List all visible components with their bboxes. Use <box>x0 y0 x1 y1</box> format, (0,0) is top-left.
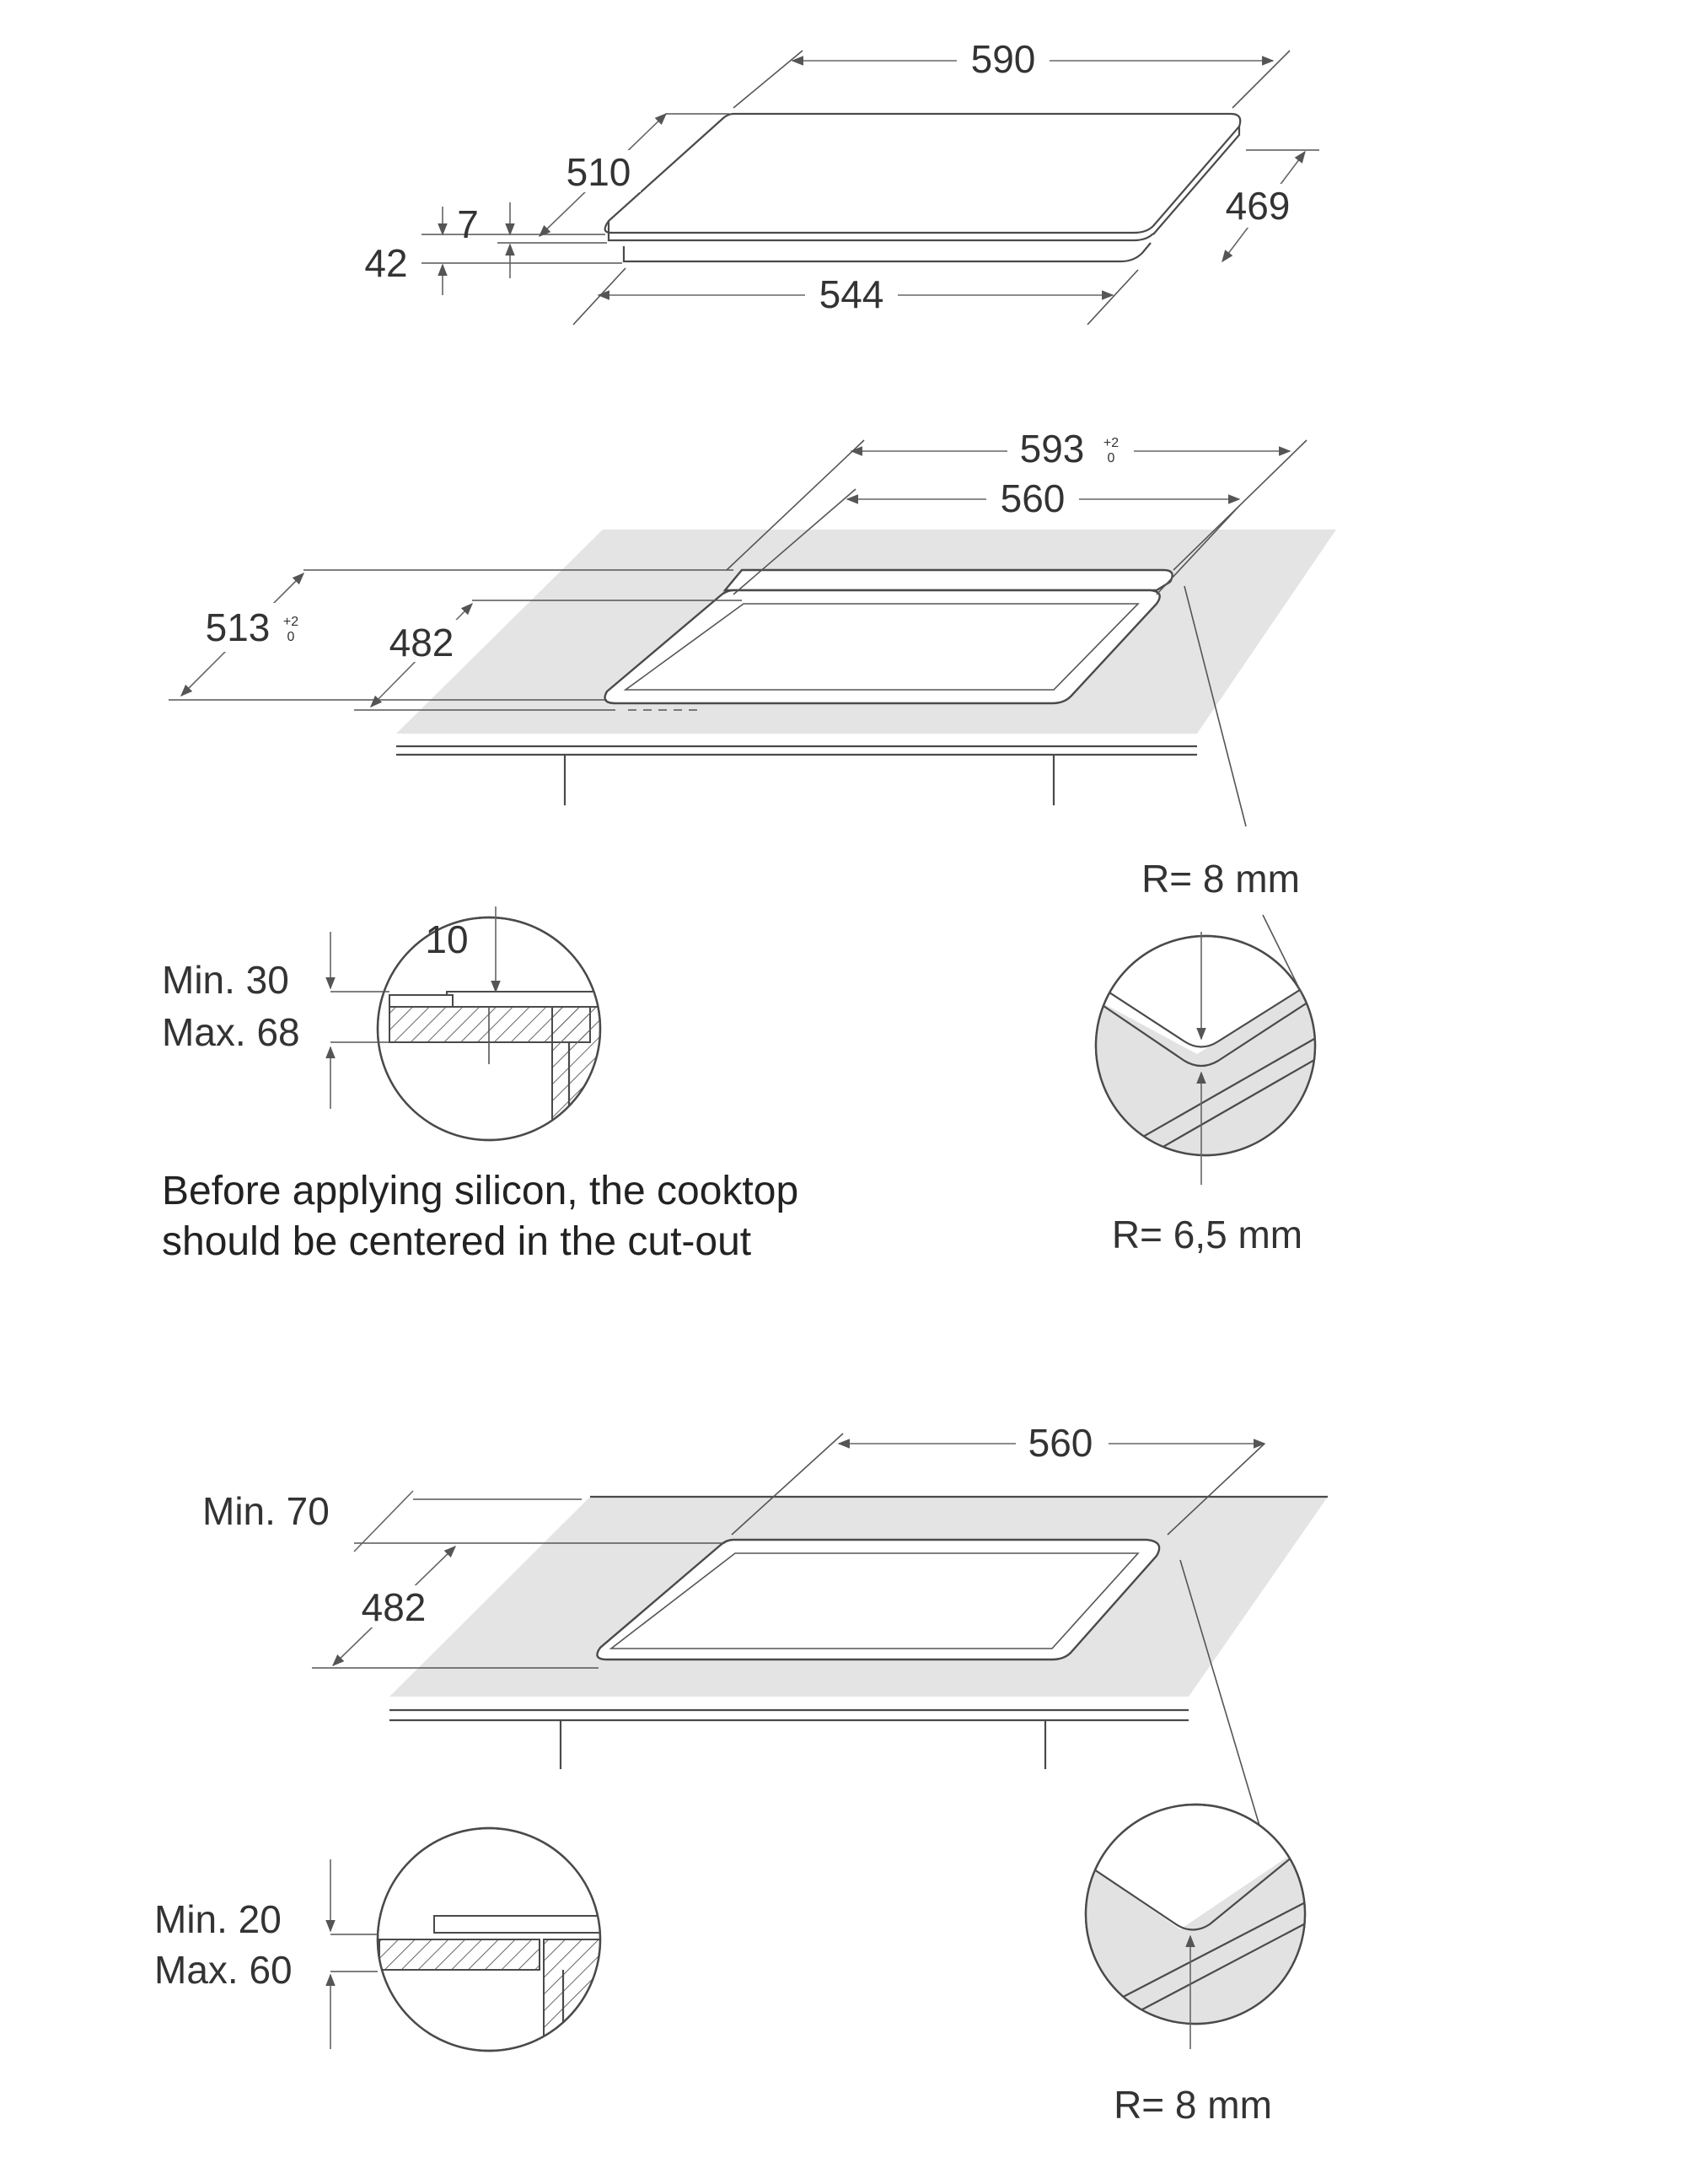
leader-line <box>1184 585 1247 827</box>
ext-line <box>1173 439 1307 571</box>
centering-note-line1: Before applying silicon, the cooktop <box>162 1169 798 1213</box>
cooktop-glass-edge <box>607 221 1154 242</box>
dim-label-590: 590 <box>971 37 1036 81</box>
corner-radius-detail: R= 8 mm <box>1084 1803 1307 2127</box>
detail-max-label: Max. 60 <box>154 1948 293 1992</box>
cooktop-top-view: 590 510 469 544 42 7 <box>364 37 1319 325</box>
corner-radius-detail: R= 6,5 mm <box>1094 914 1317 1256</box>
ext-line <box>733 50 803 109</box>
leader-line <box>1179 1559 1265 1843</box>
ext-line <box>1087 269 1139 325</box>
dim-label-510: 510 <box>566 150 631 194</box>
dim-label-482: 482 <box>362 1585 427 1629</box>
dim-label-513: 513 <box>206 605 271 649</box>
dim-label-7: 7 <box>457 202 479 246</box>
thickness-detail: Min. 20 Max. 60 <box>154 1826 602 2052</box>
radius-label-inner: R= 6,5 mm <box>1112 1213 1302 1256</box>
ext-line <box>1156 505 1240 595</box>
cutout-hole <box>604 589 1161 705</box>
standard-cutout-view: 560 Min. 70 482 Min. 20 <box>154 1421 1328 2127</box>
ext-line <box>1167 1443 1265 1536</box>
detail-min-label: Min. 30 <box>162 958 289 1002</box>
dim-label-560: 560 <box>1028 1421 1093 1465</box>
tolerance-lower: 0 <box>287 630 295 644</box>
ext-line <box>726 439 865 571</box>
dim-label-593: 593 <box>1020 427 1085 471</box>
radius-label: R= 8 mm <box>1114 2083 1272 2127</box>
dim-label-482: 482 <box>389 621 454 664</box>
flush-cutout-view: 593 +2 0 560 513 +2 0 482 R= 8 mm <box>162 426 1336 1264</box>
ext-line <box>731 1433 844 1536</box>
thickness-detail: 10 Min. 30 Max. 68 <box>162 906 602 1142</box>
cutout-inner-edge <box>609 1552 1140 1649</box>
dim-label-42: 42 <box>364 241 407 285</box>
cooktop-glass-outline <box>604 112 1242 234</box>
tolerance-lower: 0 <box>1108 451 1115 465</box>
front-margin-label: Min. 70 <box>202 1489 330 1533</box>
dim-label-469: 469 <box>1226 184 1291 228</box>
cooktop-glass-side <box>1152 126 1241 235</box>
tolerance-upper: +2 <box>283 615 298 629</box>
ext-line <box>733 488 856 595</box>
tolerance-upper: +2 <box>1103 436 1119 450</box>
dim-label-560: 560 <box>1001 476 1066 520</box>
dim-line-min70 <box>353 1490 414 1552</box>
cutout-inner-edge <box>623 603 1140 691</box>
cooktop-base <box>622 242 1152 263</box>
radius-label-outer: R= 8 mm <box>1141 857 1300 901</box>
detail-max-label: Max. 68 <box>162 1010 300 1054</box>
centering-note-line2: should be centered in the cut-out <box>162 1219 751 1264</box>
ext-line <box>1232 50 1291 109</box>
ext-line <box>572 267 626 325</box>
rebate-outline <box>722 568 1173 592</box>
dim-label-544: 544 <box>819 272 884 316</box>
detail-min-label: Min. 20 <box>154 1897 282 1941</box>
dim-label-10: 10 <box>425 917 468 961</box>
